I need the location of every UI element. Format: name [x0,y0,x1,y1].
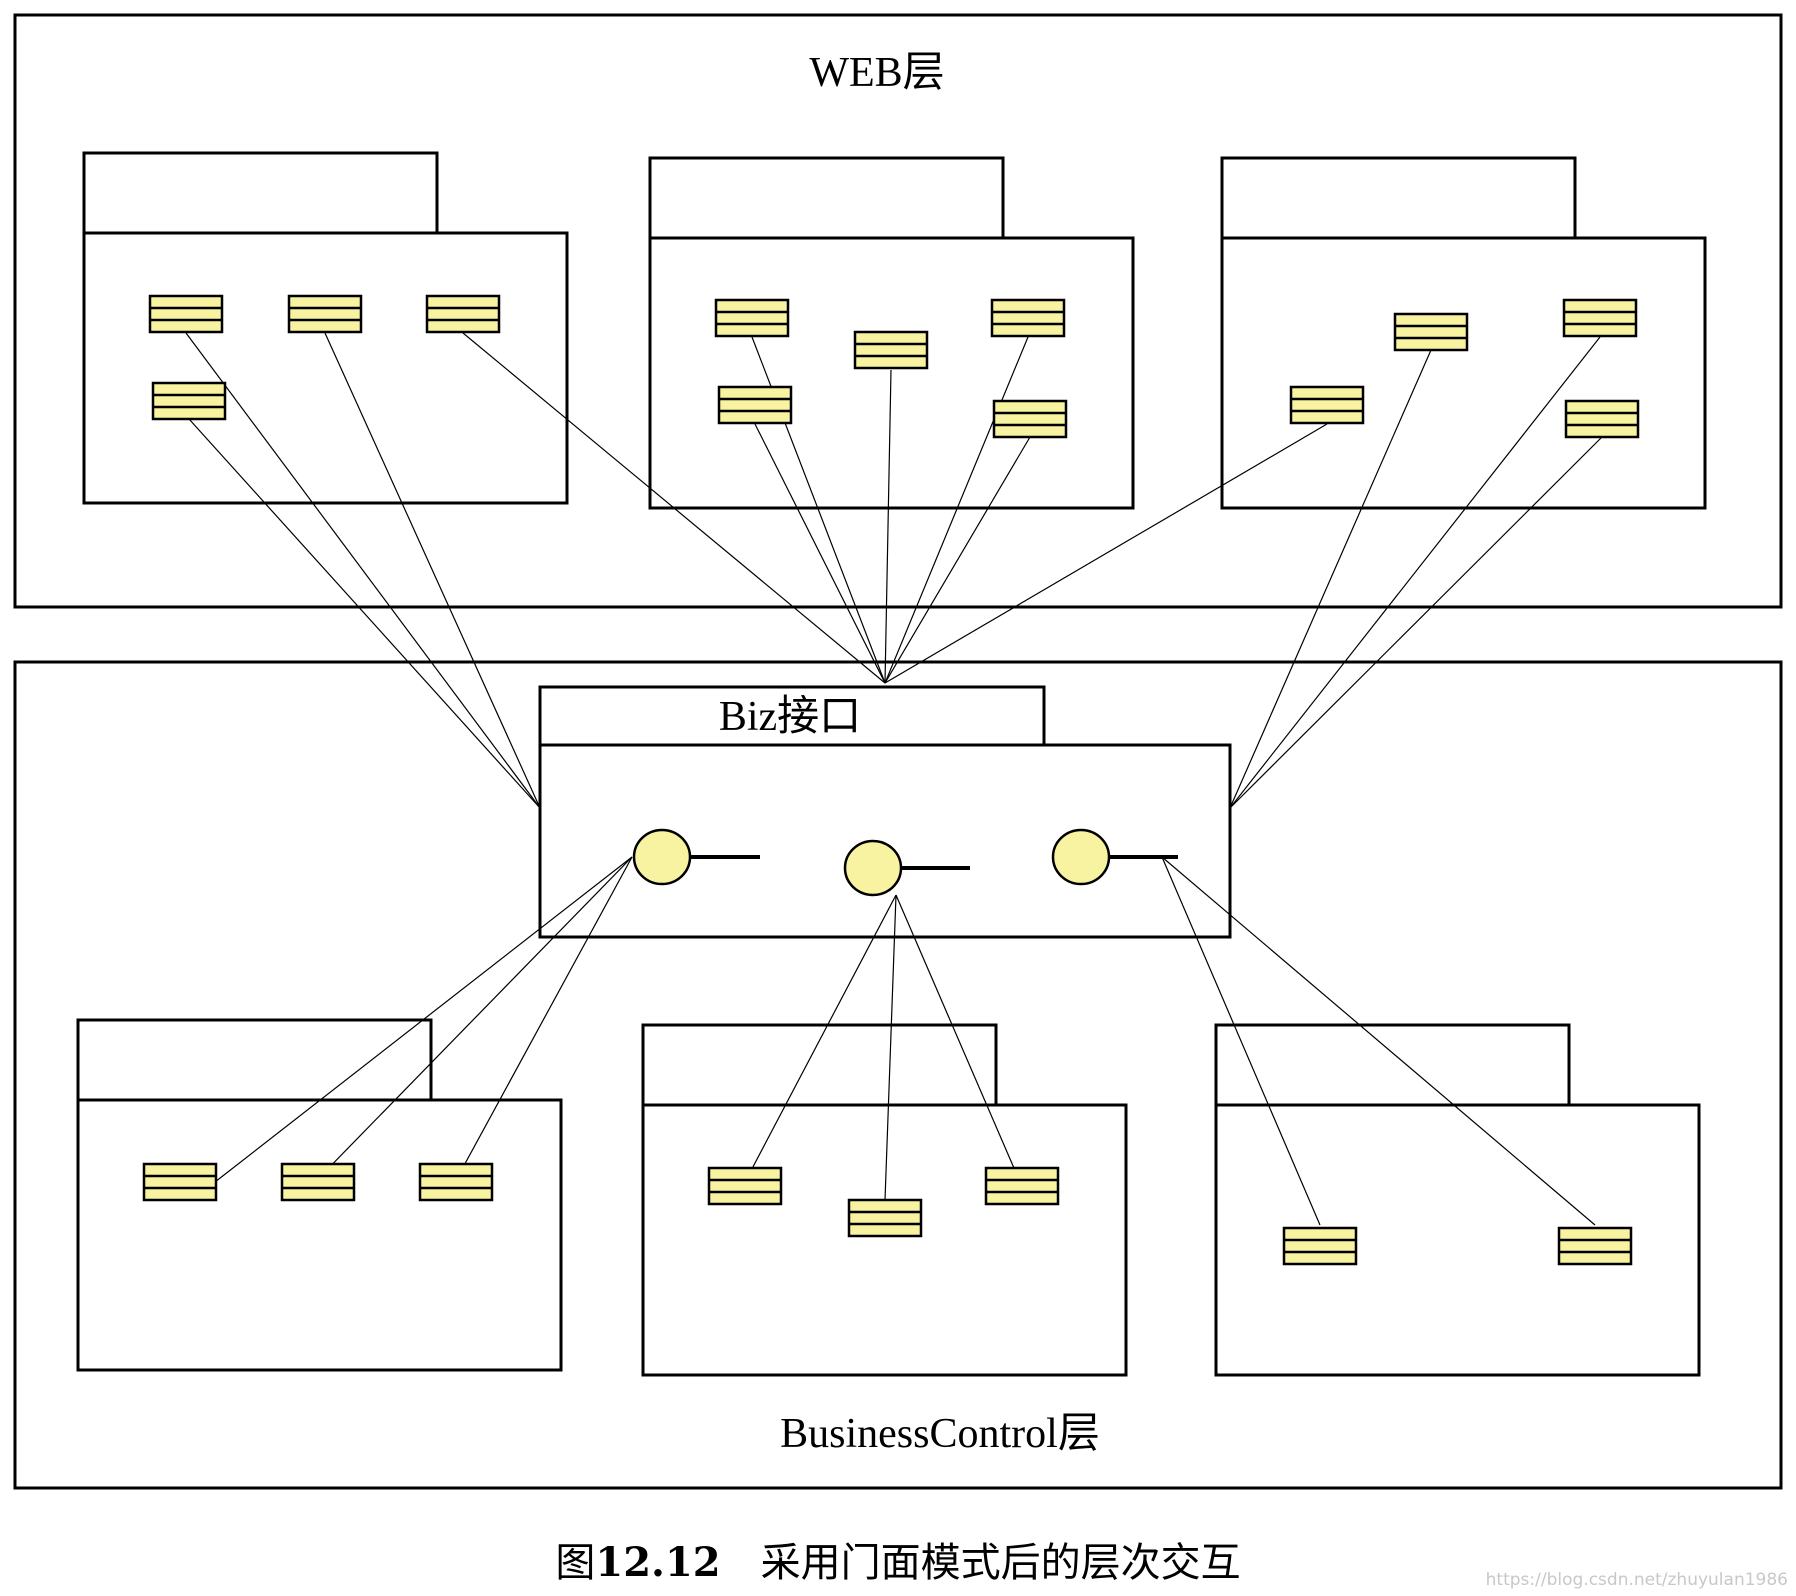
caption-number: 12.12 [595,1539,721,1586]
link [1161,856,1596,1226]
biz-to-business-links [214,856,1596,1226]
link [324,332,541,809]
class-box [1393,312,1469,352]
class-box [1282,1226,1358,1266]
class-box [707,1166,783,1206]
interface-lollipop-3 [1051,828,1178,886]
package-body [641,1103,1128,1377]
class-icon [280,1162,356,1202]
class-box [142,1162,218,1202]
class-icon [990,298,1066,338]
class-box [151,381,227,421]
class-box [1557,1226,1633,1266]
class-box [287,294,363,334]
link [1161,856,1321,1226]
link [884,894,897,1201]
class-icon [148,294,224,334]
package-tab [1220,156,1577,240]
class-icon [1564,399,1640,439]
class-box [425,294,501,334]
link [754,423,886,684]
class-icon [714,298,790,338]
interface-circle-icon [843,839,903,897]
business-package-2 [641,1023,1128,1377]
caption-prefix: 图 [555,1540,596,1586]
link [214,856,633,1183]
class-box [1289,385,1365,425]
business-layer-label: BusinessControl层 [780,1411,1100,1457]
class-icon [853,330,929,370]
figure-caption: 图12.12 采用门面模式后的层次交互 [0,1530,1796,1588]
class-icon [847,1198,923,1238]
class-icon [1282,1226,1358,1266]
link [895,894,1021,1183]
interface-lollipop-1 [632,828,760,886]
link [1229,436,1603,809]
class-icon [1562,298,1638,338]
class-icon [707,1166,783,1206]
package-tab [82,151,439,235]
biz-interface-label: Biz接口 [719,694,861,740]
class-icon [287,294,363,334]
link [314,856,633,1183]
class-icon [418,1162,494,1202]
web-to-biz-links [185,332,1603,809]
class-icon [717,385,793,425]
class-icon [1393,312,1469,352]
class-box [1562,298,1638,338]
web-package-1 [82,151,569,505]
link [884,369,892,684]
link [188,418,541,809]
web-package-3 [1220,156,1707,510]
class-box [847,1198,923,1238]
interface-circle-icon [632,828,692,886]
watermark: https://blog.csdn.net/zhuyulan1986 [1485,1570,1788,1590]
package-tab [76,1018,433,1102]
class-icon [151,381,227,421]
class-box [1564,399,1640,439]
link [454,856,633,1183]
link [1229,336,1601,809]
link [744,894,897,1183]
package-body [82,231,569,505]
class-icon [984,1166,1060,1206]
class-icon [142,1162,218,1202]
class-icon [1557,1226,1633,1266]
class-box [990,298,1066,338]
link [462,332,886,684]
layer-diagram: WEB层 Biz接口 BusinessControl层 [13,13,1783,1490]
class-box [280,1162,356,1202]
class-icon [425,294,501,334]
package-tab [641,1023,998,1107]
link [884,336,1029,684]
class-box [717,385,793,425]
class-box [853,330,929,370]
class-box [714,298,790,338]
class-box [984,1166,1060,1206]
class-icon [1289,385,1365,425]
class-box [148,294,224,334]
caption-text: 采用门面模式后的层次交互 [760,1540,1241,1586]
class-box [418,1162,494,1202]
interface-lollipop-2 [843,839,970,897]
class-icons [142,294,1640,1266]
package-tab [648,156,1005,240]
package-tab [1214,1023,1571,1107]
link [1229,349,1432,809]
package-body [76,1098,563,1372]
package-body [1220,236,1707,510]
link [884,423,1328,684]
link [884,436,1031,684]
interface-circle-icon [1051,828,1111,886]
class-box [992,399,1068,439]
link [185,332,541,809]
class-icon [992,399,1068,439]
web-layer-label: WEB层 [809,50,944,96]
